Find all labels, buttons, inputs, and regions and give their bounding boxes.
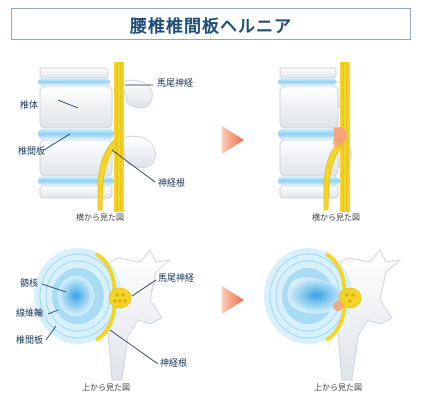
label-nerve-root-top: 神経根	[158, 179, 186, 189]
disc-side-2	[38, 176, 114, 186]
disc-side-1	[38, 128, 114, 140]
disc-side-0	[38, 78, 110, 86]
caption-side-view-left: 横から見た図	[76, 213, 124, 222]
label-disc-top: 椎間板	[18, 147, 46, 157]
label-vertebral-body: 椎体	[20, 101, 39, 111]
label-annulus: 線維輪	[16, 309, 44, 319]
nucleus-pulposus	[58, 276, 94, 316]
herniation-bulge-top	[287, 277, 346, 314]
spinous-process-lower	[121, 135, 156, 168]
caption-top-view-right: 上から見た図	[314, 383, 362, 392]
page-title: 腰椎椎間板ヘルニア	[130, 16, 292, 37]
transition-arrow-bottom	[222, 286, 244, 314]
label-nucleus: 髄核	[20, 279, 39, 289]
side-view-normal	[38, 62, 156, 212]
transition-arrow-top	[222, 126, 244, 154]
title-frame: 腰椎椎間板ヘルニア	[11, 8, 411, 40]
cauda-equina	[114, 62, 124, 212]
top-view-normal	[34, 248, 172, 381]
cauda-equina-section	[108, 287, 132, 309]
caption-side-view-right: 横から見た図	[312, 213, 360, 222]
vertebra-body-top	[39, 67, 109, 79]
caption-top-view-left: 上から見た図	[82, 383, 130, 392]
label-cauda-equina-bottom: 馬尾神経	[158, 274, 195, 284]
label-cauda-equina-top: 馬尾神経	[157, 79, 194, 89]
top-view-herniated	[264, 248, 402, 381]
label-disc-bottom: 椎間板	[16, 336, 44, 346]
label-nerve-root-bottom: 神経根	[160, 359, 188, 369]
side-view-herniated	[278, 62, 352, 212]
nerve-root	[97, 139, 117, 211]
spinous-process-upper	[121, 79, 153, 109]
